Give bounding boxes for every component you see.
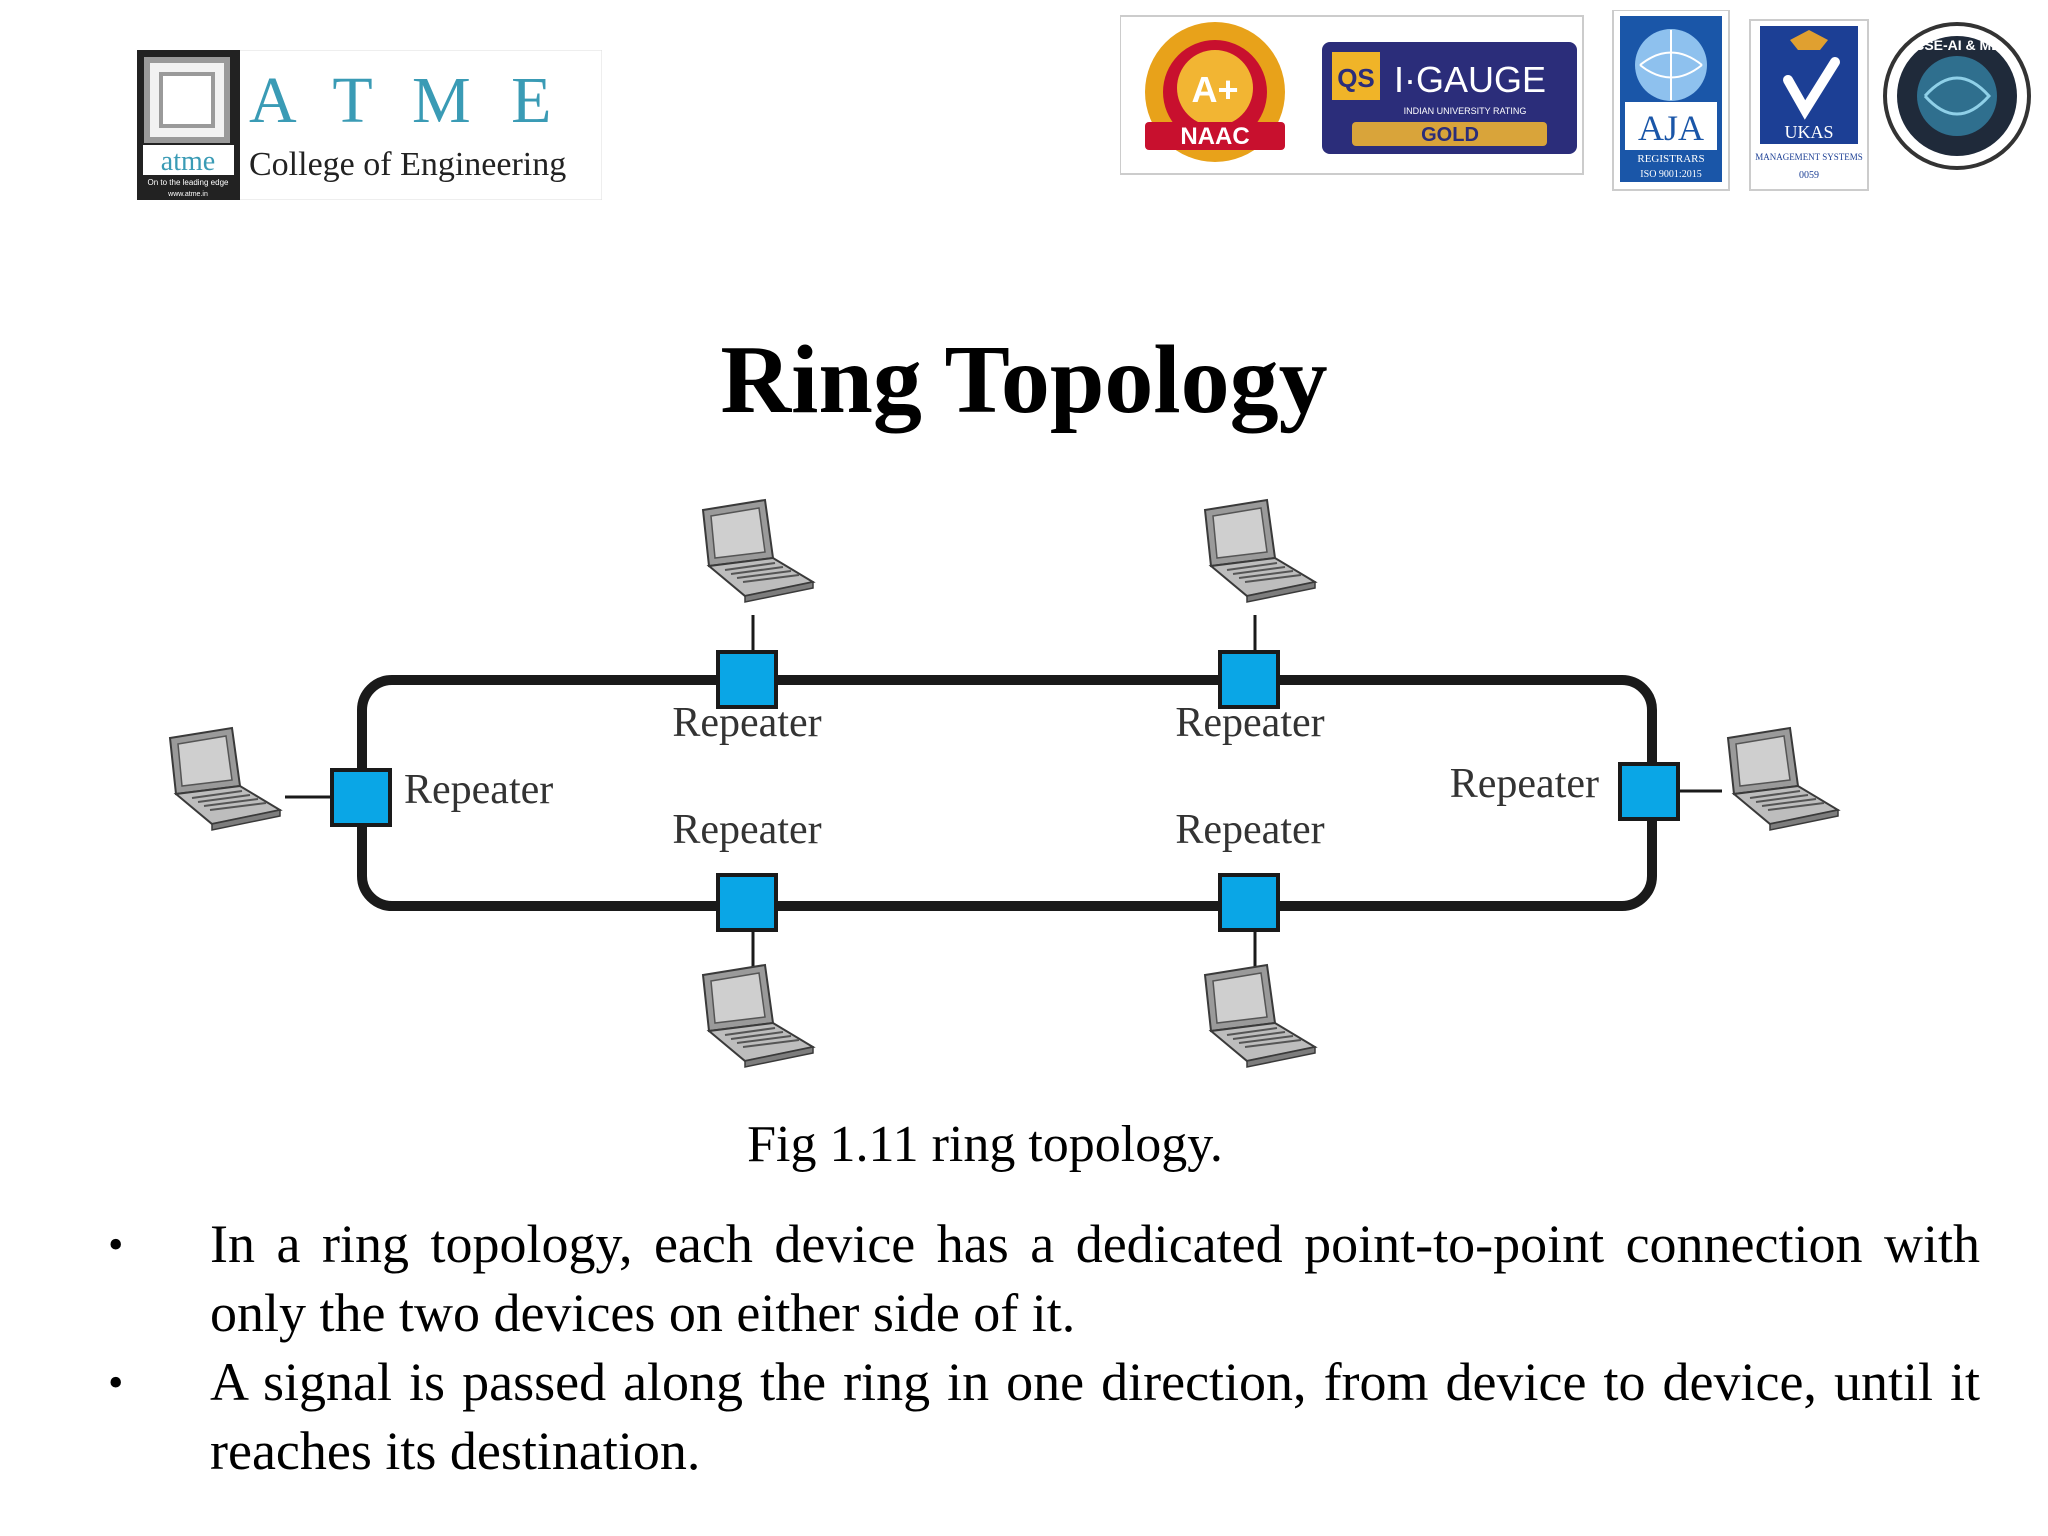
bullet-icon: • <box>108 1220 124 1269</box>
laptop-icon <box>1204 499 1316 603</box>
repeater-label: Repeater <box>1175 807 1324 853</box>
slide-header: atme On to the leading edge www.atme.in … <box>0 0 2048 220</box>
bullet-icon: • <box>108 1358 124 1407</box>
atme-college-logo: atme On to the leading edge www.atme.in … <box>137 50 602 200</box>
laptop-icon <box>702 964 814 1068</box>
figure-caption: Fig 1.11 ring topology. <box>747 1116 1223 1173</box>
repeater-bottom-right <box>1218 873 1280 932</box>
bullet-item: • A signal is passed along the ring in on… <box>100 1348 1980 1486</box>
svg-text:On to the leading edge: On to the leading edge <box>148 178 230 187</box>
laptop-icon <box>1727 727 1839 831</box>
svg-text:CSE-AI & ML: CSE-AI & ML <box>1914 37 2000 53</box>
svg-text:NAAC: NAAC <box>1180 123 1249 150</box>
repeater-bottom-left <box>716 873 778 932</box>
repeater-top-right <box>1218 650 1280 709</box>
aja-badge: AJA REGISTRARS ISO 9001:2015 <box>1612 10 1730 191</box>
bullet-text: A signal is passed along the ring in one… <box>210 1352 1980 1481</box>
repeater-label: Repeater <box>1175 700 1324 746</box>
svg-text:0059: 0059 <box>1799 170 1819 181</box>
svg-text:UKAS: UKAS <box>1784 122 1833 142</box>
ukas-badge: UKAS MANAGEMENT SYSTEMS 0059 <box>1749 19 1869 191</box>
bullet-list: • In a ring topology, each device has a d… <box>100 1210 1980 1486</box>
cse-aiml-badge: CSE-AI & ML <box>1883 22 2031 170</box>
svg-text:College of Engineering: College of Engineering <box>249 146 566 183</box>
repeater-label: Repeater <box>404 767 553 813</box>
svg-text:GOLD: GOLD <box>1421 124 1479 146</box>
laptop-icon <box>1204 964 1316 1068</box>
bullet-item: • In a ring topology, each device has a d… <box>100 1210 1980 1348</box>
accreditation-badges: A+ NAAC QS I·GAUGE INDIAN UNIVERSITY RAT… <box>1120 10 2031 191</box>
svg-text:A T M E: A T M E <box>249 64 563 137</box>
svg-text:I·GAUGE: I·GAUGE <box>1394 59 1546 100</box>
repeater-label: Repeater <box>672 807 821 853</box>
bullet-text: In a ring topology, each device has a de… <box>210 1214 1980 1343</box>
svg-text:AJA: AJA <box>1638 108 1704 148</box>
svg-text:MANAGEMENT SYSTEMS: MANAGEMENT SYSTEMS <box>1755 152 1863 162</box>
svg-text:REGISTRARS: REGISTRARS <box>1637 153 1704 165</box>
repeater-left <box>330 768 392 827</box>
repeater-label: Repeater <box>672 700 821 746</box>
svg-text:INDIAN UNIVERSITY RATING: INDIAN UNIVERSITY RATING <box>1404 106 1527 116</box>
naac-badge: A+ NAAC <box>1145 22 1285 162</box>
laptop-icon <box>702 499 814 603</box>
laptop-icon <box>169 727 281 831</box>
qs-igauge-badge: QS I·GAUGE INDIAN UNIVERSITY RATING GOLD <box>1322 42 1577 154</box>
svg-text:QS: QS <box>1337 63 1375 93</box>
repeater-right <box>1618 762 1680 821</box>
svg-text:www.atme.in: www.atme.in <box>167 191 208 198</box>
repeater-label: Repeater <box>1450 761 1599 807</box>
repeater-top-left <box>716 650 778 709</box>
ring-topology-diagram: Repeater Repeater Repeater Repeater Repe… <box>169 499 1839 1068</box>
slide-title: Ring Topology <box>720 326 1328 434</box>
svg-text:atme: atme <box>161 146 215 177</box>
svg-text:ISO 9001:2015: ISO 9001:2015 <box>1640 169 1701 180</box>
svg-text:A+: A+ <box>1191 69 1238 110</box>
